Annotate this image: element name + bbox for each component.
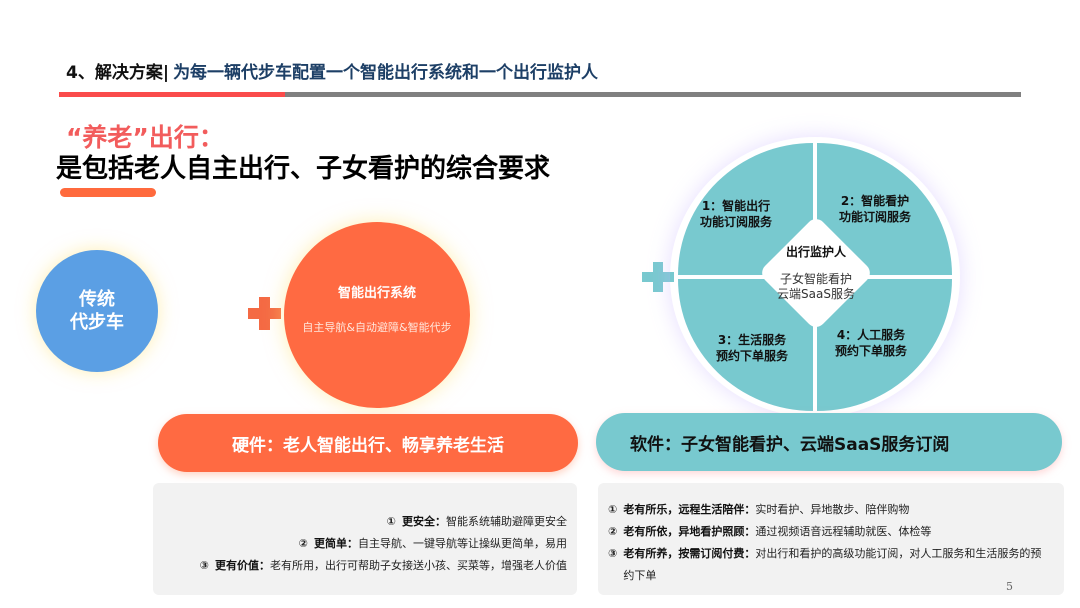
smart-system-circle: 智能出行系统 自主导航&自动避障&智能代步 xyxy=(284,222,470,408)
quadrant-line2: 预约下单服务 xyxy=(716,349,789,363)
plus-icon xyxy=(248,297,281,330)
service-pie-diagram: 1：智能出行 功能订阅服务 2：智能看护 功能订阅服务 3：生活服务 预约下单服… xyxy=(678,143,952,411)
page-number: 5 xyxy=(1006,580,1013,593)
software-point: ③ 老有所养，按需订阅付费：对出行和看护的高级功能订阅，对人工服务和生活服务的预… xyxy=(608,547,1042,582)
header-separator: | xyxy=(162,63,170,83)
quadrant-line1: 2：智能看护 xyxy=(840,194,910,208)
quadrant-line1: 4：人工服务 xyxy=(836,328,906,342)
quadrant-line2: 功能订阅服务 xyxy=(839,210,912,224)
software-banner: 软件：子女智能看护、云端SaaS服务订阅 xyxy=(596,413,1062,471)
center-line2: 云端SaaS服务 xyxy=(777,287,855,301)
header-rule-accent xyxy=(59,92,285,97)
title-accent-bar xyxy=(60,188,156,197)
center-line1: 子女智能看护 xyxy=(779,272,852,286)
quadrant-line1: 1：智能出行 xyxy=(701,199,771,213)
header-rule xyxy=(59,92,1021,97)
main-title: 是包括老人自主出行、子女看护的综合要求 xyxy=(56,154,551,184)
quadrant-line2: 功能订阅服务 xyxy=(700,215,773,229)
section-subtitle: 为每一辆代步车配置一个智能出行系统和一个出行监护人 xyxy=(173,63,599,83)
center-diamond: 出行监护人 子女智能看护 云端SaaS服务 xyxy=(758,215,874,331)
traditional-line2: 代步车 xyxy=(70,312,124,333)
traditional-scooter-circle: 传统 代步车 xyxy=(36,250,158,372)
section-number: 4、解决方案 xyxy=(66,63,163,83)
quote-title: “养老”出行： xyxy=(66,123,224,152)
smart-system-desc: 自主导航&自动避障&智能代步 xyxy=(302,321,452,334)
hardware-banner: 硬件：老人智能出行、畅享养老生活 xyxy=(158,414,578,472)
quadrant-line1: 3：生活服务 xyxy=(717,333,787,347)
traditional-line1: 传统 xyxy=(79,289,115,310)
smart-system-title: 智能出行系统 xyxy=(337,286,416,301)
quadrant-line2: 预约下单服务 xyxy=(835,344,908,358)
slide-header: 4、解决方案 | 为每一辆代步车配置一个智能出行系统和一个出行监护人 xyxy=(66,58,598,86)
plus-icon xyxy=(642,262,674,292)
center-title: 出行监护人 xyxy=(785,245,846,259)
